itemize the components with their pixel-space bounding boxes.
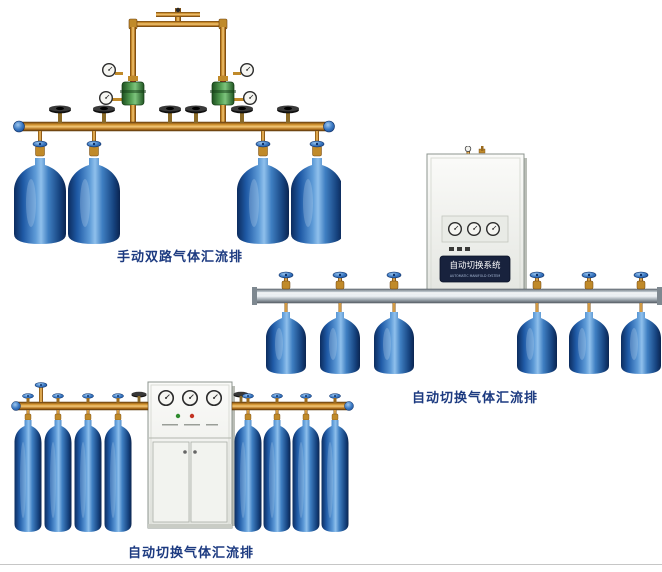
pressure-regulator-left — [98, 62, 146, 123]
product-image-auto-switch-floor — [8, 376, 360, 536]
product-image-manual-dual-manifold — [6, 6, 341, 246]
cabinet-vents — [449, 247, 470, 251]
gas-cylinder — [321, 420, 349, 532]
product-caption-auto-switch-floor: 自动切换气体汇流排 — [127, 546, 254, 561]
cabinet-panel-title: 自动切换系统 — [449, 260, 501, 271]
page-bottom-divider — [0, 564, 662, 565]
gas-cylinder — [104, 420, 132, 532]
product-caption-auto-switch-wall: 自动切换气体汇流排 — [411, 391, 538, 406]
pressure-gauge — [157, 389, 175, 407]
shutoff-valve — [131, 391, 147, 402]
pressure-gauge — [447, 221, 463, 237]
gas-cylinder — [14, 158, 66, 244]
indicator-light-green — [175, 413, 181, 419]
pipe-end-cap — [323, 120, 335, 133]
cabinet-door-left — [152, 441, 190, 523]
gas-cylinder — [517, 312, 557, 374]
pressure-gauge — [485, 221, 501, 237]
cylinder-valve — [278, 271, 294, 312]
cylinder-connection — [32, 131, 48, 157]
cylinder-valve — [529, 271, 545, 312]
shutoff-valve — [231, 105, 253, 123]
cabinet-name-panel: 自动切换系统 AUTOMATIC MANIFOLD SYSTEM — [439, 255, 511, 283]
cylinder-valve — [332, 271, 348, 312]
bar-end-cap — [657, 287, 662, 305]
control-cabinet — [147, 381, 235, 529]
cylinder-valve — [581, 271, 597, 312]
gas-cylinder — [320, 312, 360, 374]
pipe-end-cap — [11, 401, 21, 411]
cylinder-valve — [328, 393, 342, 421]
cylinder-valve — [52, 393, 64, 421]
cylinder-connection — [255, 131, 271, 157]
pressure-gauge — [181, 389, 199, 407]
pressure-gauge — [205, 389, 223, 407]
gas-cylinder — [292, 420, 320, 532]
door-handle — [183, 450, 187, 454]
cylinder-connection — [86, 131, 102, 157]
gas-cylinder — [569, 312, 609, 374]
auto-switch-wall-drawing: 自动切换系统 AUTOMATIC MANIFOLD SYSTEM — [252, 146, 662, 374]
cabinet-door-right — [190, 441, 228, 523]
shutoff-valve — [277, 105, 299, 123]
gas-cylinder — [74, 420, 102, 532]
shutoff-valve — [93, 105, 115, 123]
gas-cylinder — [263, 420, 291, 532]
pressure-gauge — [101, 62, 117, 78]
gas-cylinder — [44, 420, 72, 532]
pressure-gauge — [242, 90, 258, 106]
auto-switch-floor-drawing — [11, 381, 354, 532]
cylinder-valve — [386, 271, 402, 312]
bar-end-cap — [252, 287, 257, 305]
manifold-pipe-left — [11, 401, 149, 411]
shutoff-valve — [185, 105, 207, 123]
pipe-end-cap — [13, 120, 25, 133]
product-caption-manual-dual: 手动双路气体汇流排 — [116, 250, 243, 265]
gas-cylinder — [68, 158, 120, 244]
inlet-riser — [34, 382, 48, 402]
shutoff-valve — [49, 105, 71, 123]
gas-cylinder — [266, 312, 306, 374]
pipe-end-cap — [344, 401, 354, 411]
pressure-gauge — [98, 90, 114, 106]
cylinder-valve — [633, 271, 649, 312]
manifold-bar — [252, 287, 662, 305]
inlet-header-pipes — [128, 7, 228, 82]
cylinder-connection — [309, 131, 325, 157]
cylinder-valve — [82, 393, 94, 421]
shutoff-valve — [159, 105, 181, 123]
pressure-gauge — [466, 221, 482, 237]
manifold-pipe — [13, 120, 335, 133]
indicator-light-red — [189, 413, 195, 419]
pressure-gauge — [239, 62, 255, 78]
manifold-pipe-right — [231, 401, 354, 411]
door-handle — [193, 450, 197, 454]
product-image-auto-switch-wall: 自动切换系统 AUTOMATIC MANIFOLD SYSTEM — [252, 146, 662, 386]
control-cabinet: 自动切换系统 AUTOMATIC MANIFOLD SYSTEM — [426, 146, 527, 295]
gas-cylinder — [234, 420, 262, 532]
manual-dual-manifold-drawing — [13, 7, 341, 244]
gas-cylinder — [621, 312, 661, 374]
cabinet-panel-subtitle: AUTOMATIC MANIFOLD SYSTEM — [450, 274, 501, 278]
pressure-regulator-right — [210, 62, 258, 123]
cabinet-top-fittings — [464, 146, 486, 156]
gas-cylinder — [14, 420, 42, 532]
gas-cylinder — [374, 312, 414, 374]
